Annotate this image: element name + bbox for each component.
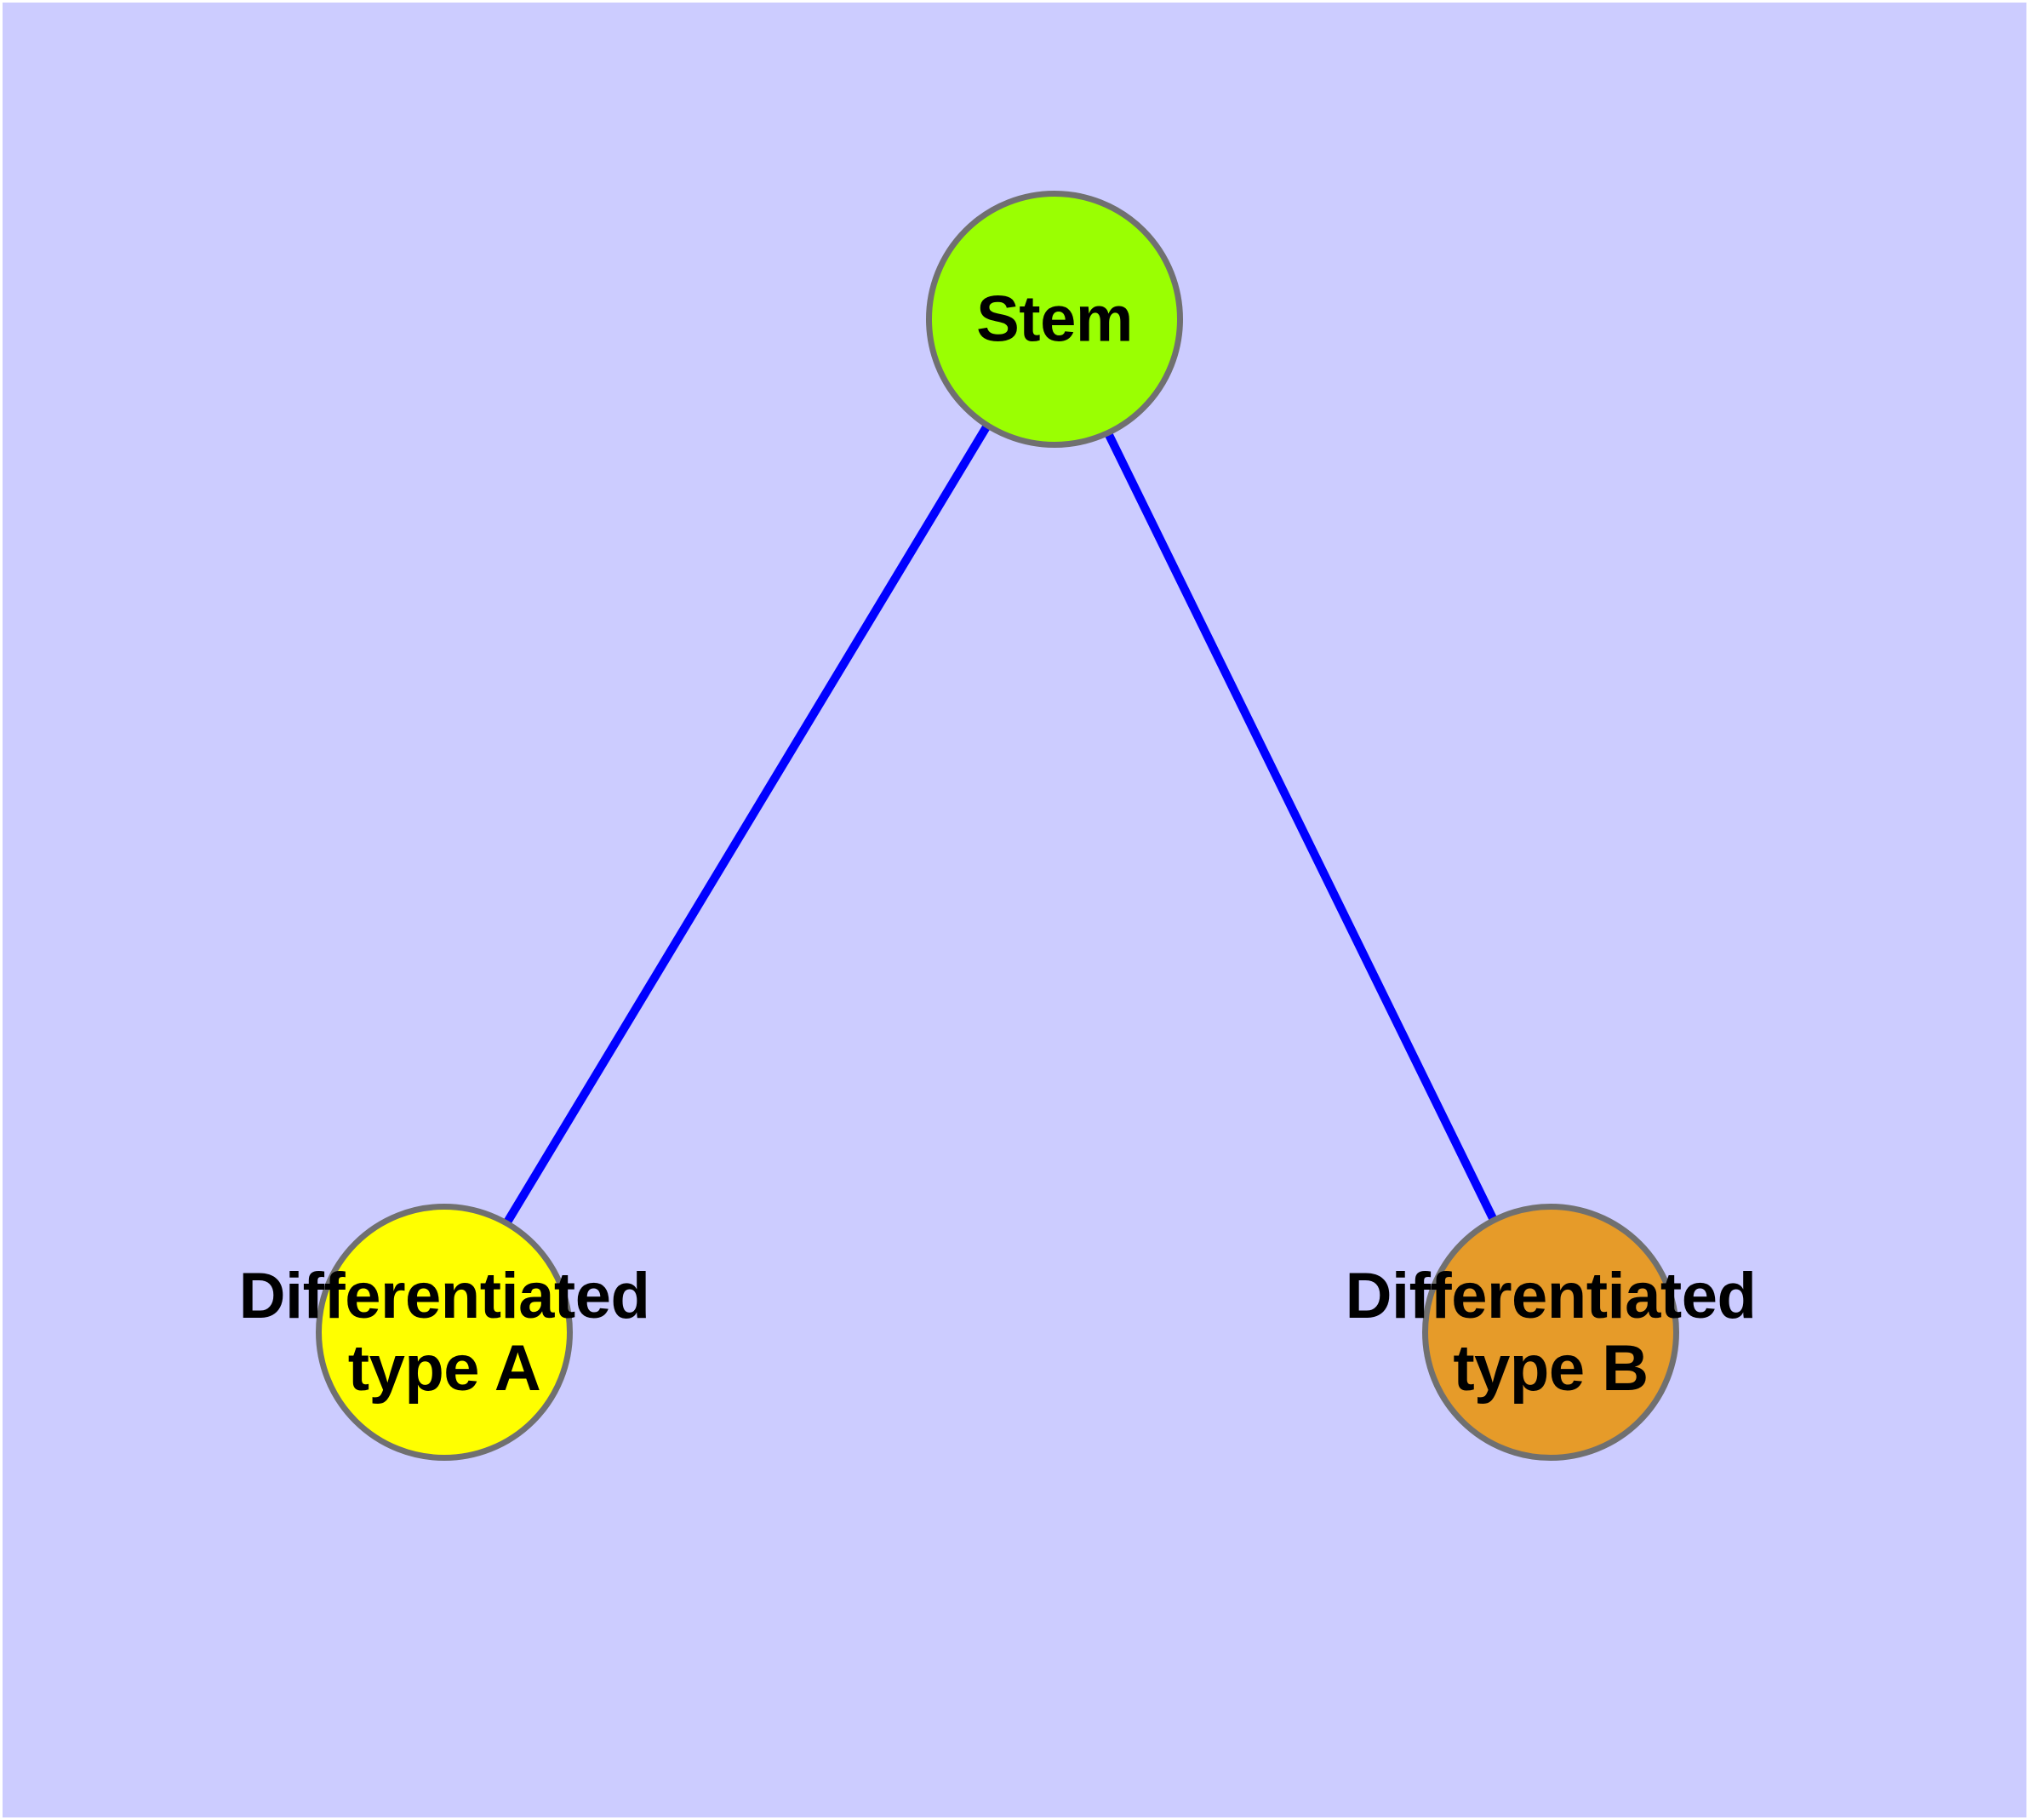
- edge-group: [439, 316, 1551, 1331]
- graph-edge-stem-to-diff-b: [1048, 316, 1551, 1331]
- graph-node-stem[interactable]: Stem: [926, 191, 1183, 448]
- node-circle-diff-a[interactable]: [316, 1204, 573, 1461]
- edge-layer: [439, 316, 1551, 1331]
- node-circle-diff-b[interactable]: [1422, 1204, 1679, 1461]
- graph-node-diff-a[interactable]: Differentiated type A: [239, 1204, 650, 1461]
- node-circle-stem[interactable]: [926, 191, 1183, 448]
- graph-edge-stem-to-diff-a: [439, 316, 1056, 1331]
- graph-node-diff-b[interactable]: Differentiated type B: [1346, 1204, 1757, 1461]
